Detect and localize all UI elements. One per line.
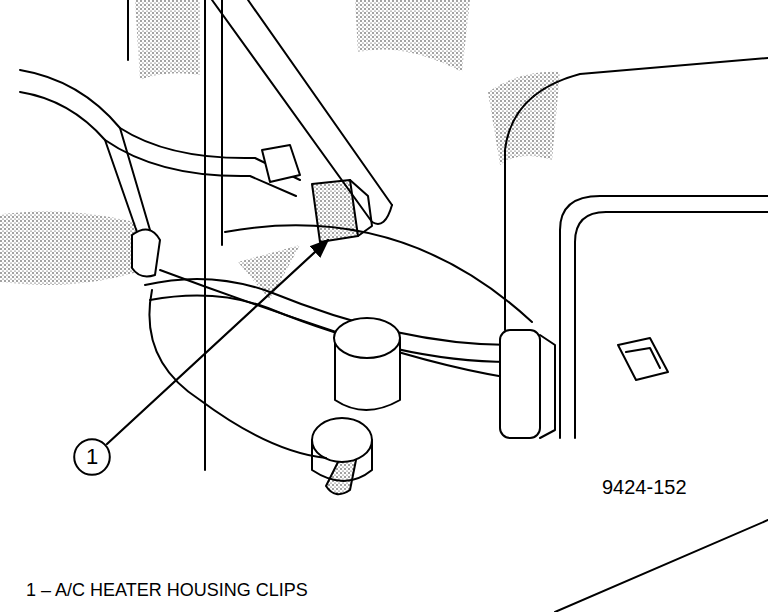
callout-number: 1 xyxy=(86,444,98,470)
callout-circle: 1 xyxy=(73,438,111,476)
figure-caption: 1 – A/C HEATER HOUSING CLIPS xyxy=(26,580,308,601)
figure-number: 9424-152 xyxy=(602,476,687,499)
